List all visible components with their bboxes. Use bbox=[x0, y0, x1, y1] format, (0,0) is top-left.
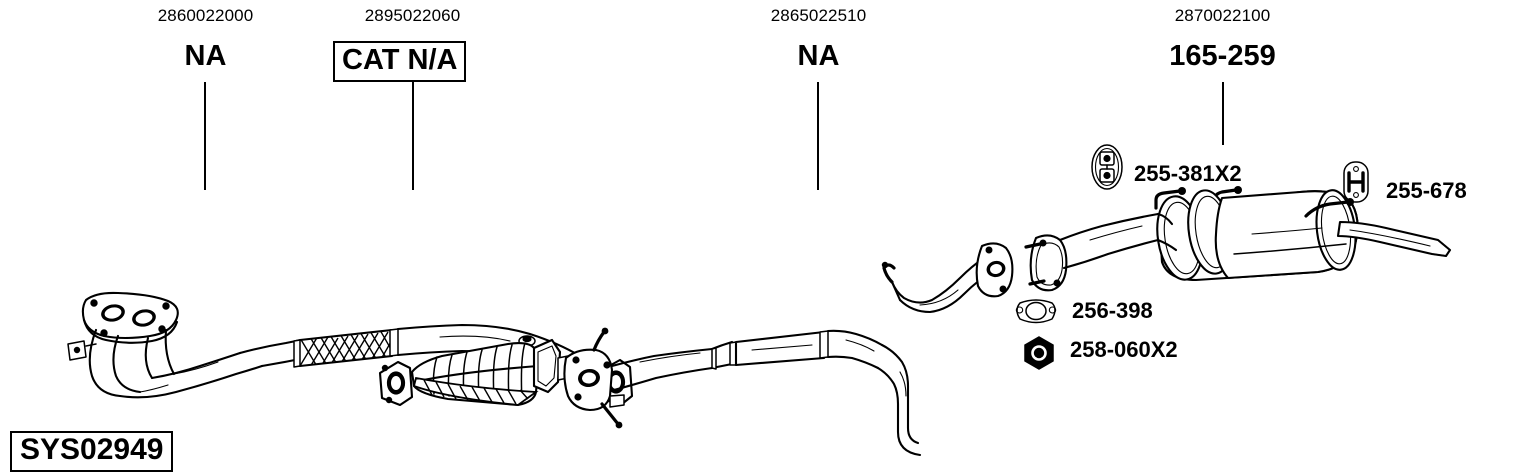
rear-silencer-drawing bbox=[1058, 186, 1452, 282]
callout-code-3: 2865022510 bbox=[770, 6, 867, 25]
hanger-bracket-icon bbox=[1340, 160, 1372, 204]
leader-line-2 bbox=[412, 80, 414, 190]
catalytic-converter-drawing bbox=[378, 338, 569, 407]
gasket-icon bbox=[1012, 297, 1060, 327]
hex-nut-icon bbox=[1022, 336, 1056, 370]
rear-connecting-pipe-drawing bbox=[876, 256, 994, 457]
hardware-label-255-381X2: 255-381X2 bbox=[1134, 161, 1242, 186]
leader-line-4 bbox=[1222, 82, 1224, 145]
callout-value-1: NA bbox=[184, 40, 227, 72]
leader-line-3 bbox=[817, 82, 819, 190]
callout-value-2: CAT N/A bbox=[333, 41, 467, 82]
rear-pipe-flange-joint bbox=[975, 234, 1068, 298]
hardware-label-256-398: 256-398 bbox=[1072, 298, 1153, 323]
callout-code-1: 2860022000 bbox=[157, 6, 254, 25]
callout-code-4: 2870022100 bbox=[1174, 6, 1271, 25]
rubber-mount-icon bbox=[1090, 143, 1124, 191]
callout-value-4: 165-259 bbox=[1169, 40, 1276, 72]
hardware-label-258-060X2: 258-060X2 bbox=[1070, 337, 1178, 362]
callout-code-2: 2895022060 bbox=[364, 6, 461, 25]
leader-line-1 bbox=[204, 82, 206, 190]
callout-value-3: NA bbox=[797, 40, 840, 72]
centre-silencer-pipe-drawing bbox=[563, 327, 884, 429]
system-id-label: SYS02949 bbox=[10, 431, 174, 472]
hardware-label-255-678: 255-678 bbox=[1386, 178, 1467, 203]
